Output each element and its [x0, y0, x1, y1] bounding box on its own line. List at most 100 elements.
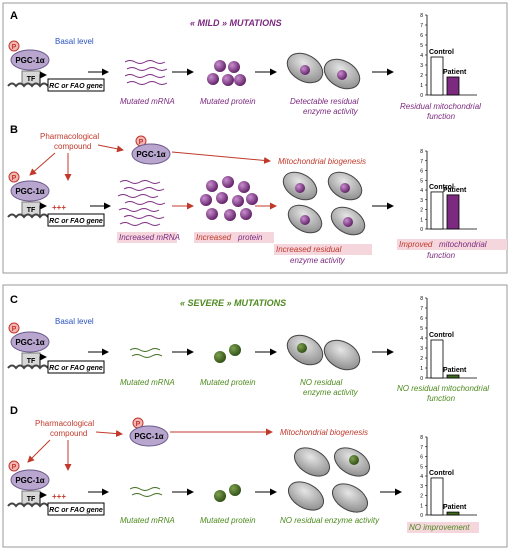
- pgc-label: PGC-1α: [15, 476, 44, 485]
- gene-label: RC or FAO gene: [49, 365, 103, 372]
- mrna-icon: [124, 60, 168, 85]
- protein-cluster-icon: [214, 484, 241, 502]
- phospho-icon: [8, 171, 20, 183]
- d-mrna-label: Mutated mRNA: [120, 516, 175, 525]
- highlight: [194, 232, 274, 243]
- d-biogenesis-label: Mitochondrial biogenesis: [280, 428, 368, 437]
- gene-cluster-b: P PGC-1α TF +++ RC or FAO gene: [7, 171, 105, 227]
- gene-label: RC or FAO gene: [49, 507, 103, 514]
- highlight: [397, 239, 507, 250]
- bar-label-patient: Patient: [443, 187, 467, 194]
- red-arrow-icon: [97, 144, 124, 153]
- bar-control: [430, 56, 444, 96]
- y-tick-label: 8: [420, 296, 423, 302]
- y-tick-label: 2: [420, 73, 423, 79]
- y-tick-label: 0: [420, 227, 423, 233]
- bar-label-patient: Patient: [443, 367, 467, 374]
- y-tick-label: 0: [420, 513, 423, 519]
- bar-label-patient: Patient: [443, 69, 467, 76]
- gene-box: [47, 213, 105, 227]
- bar-label-patient: Patient: [443, 504, 467, 511]
- phospho-icon: [8, 40, 20, 52]
- b-protein-suffix: protein: [237, 233, 263, 242]
- tss-arrow-icon: [39, 71, 47, 84]
- y-tick-label: 3: [420, 346, 423, 352]
- a-mrna-label: Mutated mRNA: [120, 97, 175, 106]
- y-tick-label: 7: [420, 23, 423, 29]
- b-activity-line2: enzyme activity: [290, 256, 346, 265]
- a-activity-line2: enzyme activity: [303, 107, 359, 116]
- phospho-icon: [8, 322, 20, 334]
- y-tick-label: 3: [420, 63, 423, 69]
- protein-cluster-icon: [200, 176, 258, 221]
- mrna-icon: [129, 487, 163, 497]
- pgc-free: P PGC-1α: [129, 417, 169, 447]
- phospho-label: P: [136, 421, 141, 428]
- y-tick-label: 4: [420, 188, 423, 194]
- y-tick-label: 6: [420, 33, 423, 39]
- bar-label-control: Control: [429, 332, 454, 339]
- pgc-icon: [10, 49, 50, 71]
- red-arrow-icon: [95, 430, 123, 438]
- panel-b: B Pharmacological compound P PGC-1α Mito…: [7, 124, 507, 265]
- bar-label-control: Control: [429, 470, 454, 477]
- mitochondria-icon: [282, 171, 366, 236]
- y-tick-label: 1: [420, 83, 423, 89]
- bar-patient: [446, 511, 460, 516]
- phospho-label: P: [12, 175, 17, 182]
- c-function-line1: NO residual mitochondrial: [397, 384, 489, 393]
- pgc-label: PGC-1α: [134, 432, 163, 441]
- d-protein-label: Mutated protein: [200, 516, 256, 525]
- panel-c: C « SEVERE » MUTATIONS P PGC-1α TF RC or…: [7, 294, 489, 403]
- mrna-icon: [129, 348, 163, 358]
- c-protein-label: Mutated protein: [200, 378, 256, 387]
- red-arrow-icon: [29, 152, 56, 176]
- a-function-line2: function: [427, 112, 456, 121]
- tf-label: TF: [27, 76, 36, 83]
- y-tick-label: 7: [420, 159, 423, 165]
- bar-label-control: Control: [429, 184, 454, 191]
- b-protein-prefix: Increased: [196, 233, 232, 242]
- y-tick-label: 0: [420, 93, 423, 99]
- panel-c-title: « SEVERE » MUTATIONS: [180, 298, 286, 308]
- gene-box: [47, 502, 105, 516]
- y-tick-label: 6: [420, 455, 423, 461]
- bar-patient: [446, 374, 460, 379]
- tf-label: TF: [27, 207, 36, 214]
- tss-arrow-icon: [39, 491, 47, 504]
- b-function-suffix: mitochondrial: [439, 240, 487, 249]
- b-biogenesis-label: Mitochondrial biogenesis: [278, 157, 366, 166]
- mild-frame: [2, 2, 508, 274]
- pgc-icon: [10, 180, 50, 202]
- panel-b-letter: B: [10, 124, 18, 136]
- y-tick-label: 4: [420, 474, 423, 480]
- y-tick-label: 3: [420, 484, 423, 490]
- tf-label: TF: [27, 496, 36, 503]
- basal-level-label: Basal level: [55, 317, 94, 326]
- plus-marks: +++: [52, 492, 66, 501]
- c-activity-line2: enzyme activity: [303, 388, 359, 397]
- y-tick-label: 1: [420, 503, 423, 509]
- d-function-line1: NO improvement: [409, 523, 470, 532]
- chromatin-icon: [7, 213, 49, 219]
- bar-patient: [446, 194, 460, 230]
- protein-cluster-icon: [214, 344, 241, 363]
- highlight: [407, 522, 479, 533]
- y-tick-label: 2: [420, 356, 423, 362]
- pgc-icon: [131, 143, 171, 165]
- y-tick-label: 8: [420, 149, 423, 155]
- y-tick-label: 5: [420, 464, 423, 470]
- b-mrna-label: Increased mRNA: [119, 233, 180, 242]
- mitochondria-icon: [286, 52, 361, 90]
- gene-label: RC or FAO gene: [49, 218, 103, 225]
- panel-a-title: « MILD » MUTATIONS: [190, 18, 282, 28]
- pgc-icon: [10, 331, 50, 353]
- pgc-icon: [129, 425, 169, 447]
- pgc-free: P PGC-1α: [131, 135, 171, 165]
- y-tick-label: 3: [420, 198, 423, 204]
- red-arrow-icon: [171, 151, 271, 164]
- bar-patient: [446, 76, 460, 96]
- bar-label-control: Control: [429, 49, 454, 56]
